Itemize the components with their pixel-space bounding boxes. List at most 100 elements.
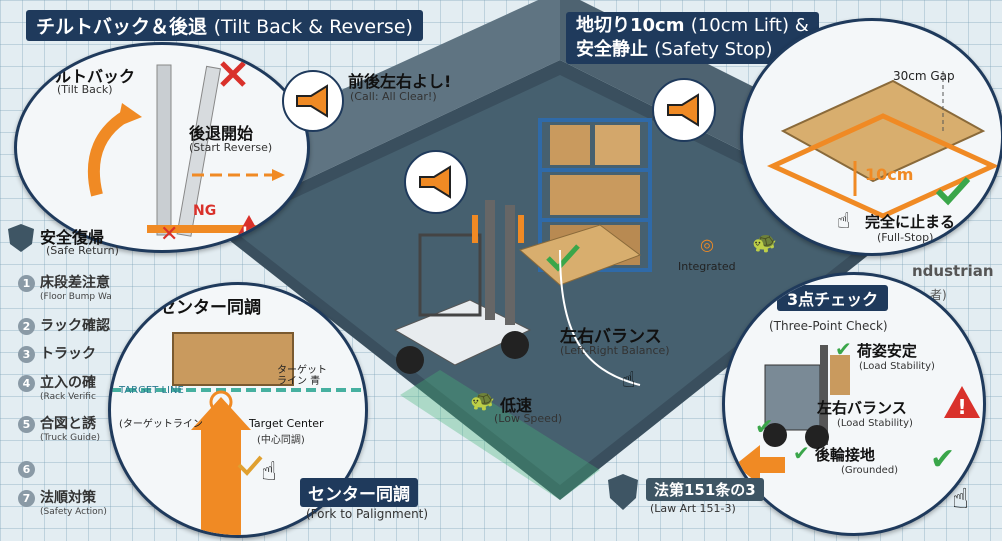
check-icon: ✔ [793, 441, 810, 465]
start-reverse-label-en: (Start Reverse) [189, 141, 273, 154]
full-stop-label-en: (Full-Stop) [877, 231, 934, 244]
check-item-jp: 左右バランス [817, 399, 907, 417]
pallet-check-icon [546, 244, 580, 272]
target-blue-label: ターゲット ライン 青 [277, 365, 327, 387]
rail-jp: 立入の確 [40, 375, 96, 391]
law-shield [606, 472, 640, 516]
rail-jp: 合図と誘 [40, 416, 96, 432]
target-line-label: TARGET LINE [119, 385, 184, 396]
check-item-jp: 荷姿安定 [856, 342, 917, 360]
rail-num: 6 [18, 461, 35, 478]
floor-guide-area [400, 370, 600, 500]
shield-icon [8, 224, 34, 252]
lift-header2-jp: 安全静止 [576, 39, 648, 60]
rail-num: 5 [18, 416, 35, 433]
turtle-icon-2: 🐢 [752, 230, 777, 254]
low-speed-label-en: (Low Speed) [494, 412, 563, 425]
balance-label-en: (Left-Right Balance) [560, 344, 670, 357]
safe-return-label: 安全復帰 [40, 228, 105, 247]
rail-num: 7 [18, 490, 35, 507]
x-mark-icon [220, 61, 246, 87]
rail-en: (Rack Verific [40, 392, 96, 402]
check-item-jp: 後輪接地 [814, 446, 875, 464]
tilt-back-label: チルトバック [39, 67, 136, 86]
tilt-back-header-en: (Tilt Back & Reverse) [213, 16, 413, 38]
rail-en: (Floor Bump Wa [40, 292, 112, 302]
lifted-pallet [518, 224, 642, 286]
safe-return [6, 222, 36, 258]
megaphone-icon [282, 70, 344, 132]
rail-item: 7 法順対策(Safety Action) [18, 487, 107, 517]
rail-item: 5 合図と誘(Truck Guide) [18, 413, 100, 443]
balance-pointer [559, 249, 641, 386]
rail-en: (Safety Action) [40, 507, 107, 517]
lift-panel: 30cm Gap 10cm 完全に止まる (Full-Stop) ☝ [740, 18, 1002, 256]
tilt-arrow-icon [87, 109, 131, 197]
tilt-back-header: チルトバック＆後退 (Tilt Back & Reverse) [26, 10, 423, 41]
industrial-label: ndustrian [912, 262, 994, 280]
call-all-clear: 前後左右よし! [348, 72, 452, 91]
center-header-jp: センター同調 [159, 298, 261, 318]
three-point-header-en: (Three-Point Check) [769, 319, 888, 333]
megaphone-icon-3 [652, 78, 716, 142]
center-header: 4 センター同調 [131, 293, 261, 318]
center-bottom-badge: センター同調 [300, 478, 418, 507]
big-check-icon: ✔ [930, 442, 956, 477]
reverse-arrow-icon-2 [735, 445, 785, 485]
check-item-en: (Grounded) [841, 465, 899, 476]
svg-text:!: ! [242, 225, 248, 241]
target-center-label-jp: (中心同調) [257, 435, 305, 446]
three-point-panel: 2 3点チェック (Three-Point Check) ✔ 荷姿安定 (Loa… [722, 272, 986, 536]
lift-header-jp: 地切り10cm [576, 15, 685, 36]
low-speed-label: 低速 [500, 396, 533, 415]
rail-num: 4 [18, 375, 35, 392]
hand-icon: ☝ [837, 209, 851, 234]
turtle-icon: 🐢 [470, 388, 495, 412]
three-point-illustration [735, 345, 850, 485]
rail-num: 1 [18, 275, 35, 292]
rail-num: 2 [18, 318, 35, 335]
rail-jp: ラック確認 [40, 318, 110, 334]
call-all-clear-en: (Call: All Clear!) [350, 90, 437, 103]
law-badge: 法第151条の3 [646, 478, 764, 501]
shield-icon-2 [608, 474, 638, 510]
integrated-label: Integrated [678, 260, 736, 273]
check-icon: ✔ [835, 337, 852, 361]
rail-item: 4 立入の確(Rack Verific [18, 372, 96, 402]
tilt-back-header-jp: チルトバック＆後退 [36, 16, 208, 38]
rail-jp: 床段差注意 [40, 275, 110, 291]
rail-item: 6 [18, 458, 40, 478]
center-bottom-label-en: (Fork to Palignment) [306, 507, 429, 521]
rail-num: 3 [18, 346, 35, 363]
target-line-label-jp: (ターゲットライン [119, 419, 203, 430]
safe-return-label-en: (Safe Return) [46, 244, 119, 257]
lift-header-en: (10cm Lift) & [690, 15, 809, 36]
check-item: ✔ 後輪接地 (Grounded) [793, 441, 898, 476]
warning-icon-2: ! [942, 384, 982, 424]
rail-jp: 法順対策 [40, 490, 96, 506]
rail-item: 2 ラック確認 [18, 315, 110, 335]
rail-item: 1 床段差注意(Floor Bump Wa [18, 272, 112, 302]
lift-check-icon [935, 176, 971, 206]
ng-label: NG [193, 203, 217, 219]
lift-illustration [766, 71, 1000, 219]
check-item: 左右バランス (Load Stability) [817, 397, 913, 429]
lift-header2-en: (Safety Stop) [654, 39, 773, 60]
start-reverse-label: 後退開始 [189, 124, 254, 143]
pointer-hand-icon-3: ☝ [952, 482, 970, 515]
svg-text:!: ! [957, 395, 966, 419]
balance-label: 左右バランス [560, 327, 662, 347]
rail-jp: トラック [40, 346, 96, 362]
forklift [393, 200, 532, 374]
three-point-header: 2 3点チェック [745, 285, 889, 311]
rail-en: (Truck Guide) [40, 433, 101, 443]
tilt-back-label-en: (Tilt Back) [57, 83, 113, 96]
target-center-label: Target Center [249, 417, 324, 430]
megaphone-icon-2 [404, 150, 468, 214]
rail-item: 3 トラック [18, 343, 96, 363]
tilt-back-panel: ! チルトバック (Tilt Back) 後退開始 (Start Reverse… [14, 42, 310, 253]
pointer-hand-icon: ☝ [261, 457, 277, 487]
center-check-icon [237, 455, 263, 476]
